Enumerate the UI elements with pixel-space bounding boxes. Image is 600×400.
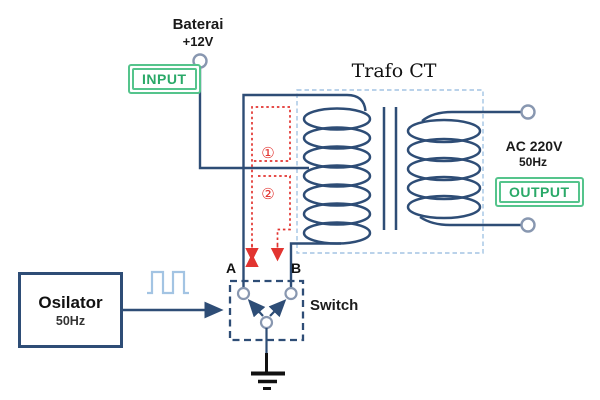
switch-dashed-box bbox=[228, 279, 305, 342]
terminal-b-label: B bbox=[290, 260, 302, 276]
square-wave-icon bbox=[147, 270, 189, 295]
transformer-core bbox=[382, 107, 398, 230]
switch-label: Switch bbox=[310, 297, 359, 314]
output-frequency-label: 50Hz bbox=[518, 155, 548, 169]
battery-label: Baterai bbox=[172, 16, 224, 33]
output-badge-label: OUTPUT bbox=[499, 181, 580, 203]
switch-arm-b-arrow bbox=[268, 299, 287, 318]
primary-coil bbox=[302, 107, 372, 245]
transformer-title: Trafo CT bbox=[351, 60, 437, 82]
secondary-bottom-wire bbox=[419, 215, 522, 227]
switch-contact-b bbox=[284, 286, 298, 301]
output-badge: OUTPUT bbox=[495, 177, 584, 207]
secondary-coil bbox=[406, 118, 482, 220]
current-path-1-marker: ① bbox=[261, 144, 275, 162]
oscillator-box: Osilator 50Hz bbox=[18, 272, 123, 348]
oscillator-name: Osilator bbox=[38, 292, 103, 312]
switch-contact-common bbox=[259, 315, 274, 330]
primary-top-wire bbox=[242, 93, 367, 288]
input-badge-label: INPUT bbox=[132, 68, 197, 90]
ground-icon bbox=[251, 353, 285, 390]
input-badge: INPUT bbox=[128, 64, 201, 94]
output-terminal-top bbox=[520, 104, 536, 120]
output-voltage-label: AC 220V bbox=[505, 138, 563, 154]
terminal-a-label: A bbox=[225, 260, 237, 276]
transformer-dashed-box bbox=[296, 89, 484, 254]
current-path-2 bbox=[258, 175, 291, 245]
output-terminal-bottom bbox=[520, 217, 536, 233]
oscillator-frequency: 50Hz bbox=[55, 313, 86, 328]
switch-contact-a bbox=[236, 286, 251, 301]
current-path-1 bbox=[245, 106, 291, 268]
battery-voltage: +12V bbox=[182, 34, 214, 49]
switch-arm-a-arrow bbox=[247, 299, 266, 318]
current-path-2-marker: ② bbox=[261, 185, 275, 203]
battery-center-tap-wire bbox=[198, 67, 309, 170]
secondary-top-wire bbox=[421, 110, 522, 122]
